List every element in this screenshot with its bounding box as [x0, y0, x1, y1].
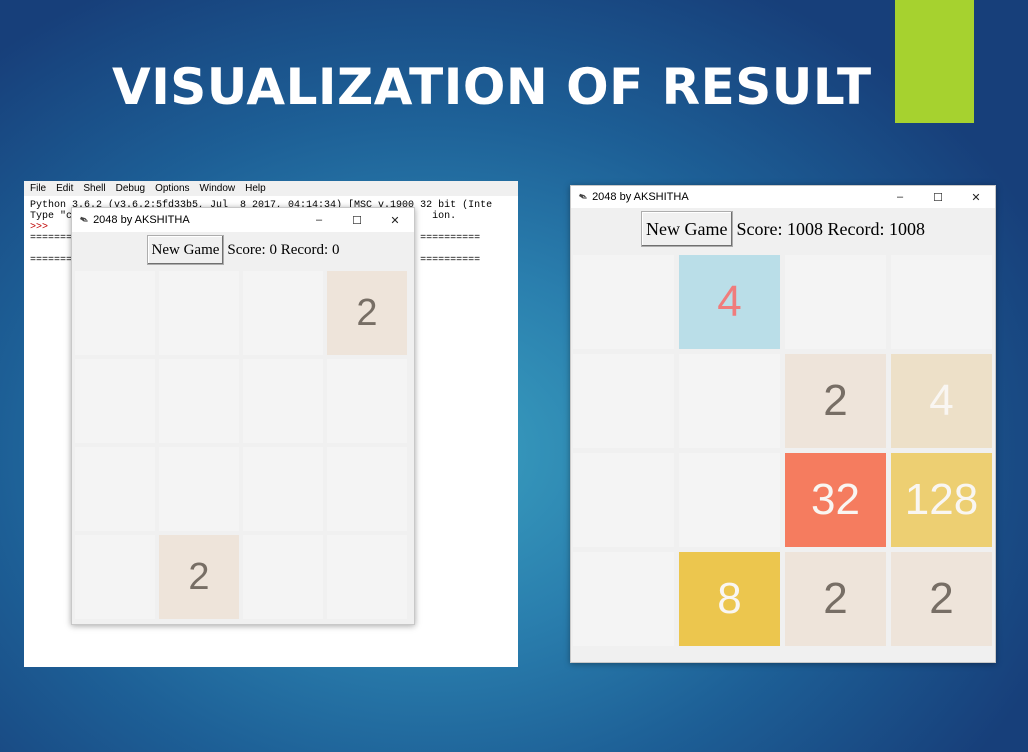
menu-edit[interactable]: Edit: [56, 183, 74, 194]
tile-empty: [573, 453, 674, 547]
tile-8: 8: [679, 552, 780, 646]
score-label: Score: 0 Record: 0: [227, 241, 340, 258]
tile-empty: [243, 359, 323, 443]
new-game-button[interactable]: New Game: [641, 211, 733, 247]
score-label: Score: 1008 Record: 1008: [736, 218, 925, 239]
tile-4: 4: [679, 255, 780, 349]
shell-line: Python 3.6.2 (v3.6.2:5fd33b5, Jul 8 2017…: [30, 200, 493, 211]
new-game-button[interactable]: New Game: [146, 235, 225, 265]
feather-icon: ✒: [575, 188, 591, 206]
shell-prompt: >>>: [30, 222, 49, 233]
tile-2: 2: [327, 271, 407, 355]
menu-debug[interactable]: Debug: [115, 183, 146, 194]
window-title: 2048 by AKSHITHA: [592, 191, 689, 203]
tile-empty: [159, 271, 239, 355]
slide-title: VISUALIZATION OF RESULT: [112, 58, 872, 116]
tile-empty: [573, 354, 674, 448]
tile-empty: [243, 447, 323, 531]
shell-line: Type "c ion.: [30, 211, 457, 222]
tile-empty: [891, 255, 992, 349]
tile-empty: [573, 255, 674, 349]
tile-empty: [75, 271, 155, 355]
tile-2: 2: [785, 552, 886, 646]
tile-empty: [75, 447, 155, 531]
tile-128: 128: [891, 453, 992, 547]
tile-empty: [679, 453, 780, 547]
shell-menubar: File Edit Shell Debug Options Window Hel…: [24, 181, 518, 196]
tile-2: 2: [891, 552, 992, 646]
menu-options[interactable]: Options: [155, 183, 190, 194]
game-toolbar: New Game Score: 1008 Record: 1008: [571, 208, 995, 250]
tile-empty: [75, 359, 155, 443]
tile-empty: [679, 354, 780, 448]
minimize-icon[interactable]: –: [896, 191, 904, 203]
game-toolbar: New Game Score: 0 Record: 0: [72, 232, 414, 268]
maximize-icon[interactable]: ☐: [933, 191, 943, 204]
tile-empty: [327, 447, 407, 531]
tile-4: 4: [891, 354, 992, 448]
tile-empty: [243, 271, 323, 355]
tile-empty: [243, 535, 323, 619]
menu-file[interactable]: File: [30, 183, 47, 194]
window-titlebar[interactable]: ✒ 2048 by AKSHITHA – ☐ ✕: [72, 208, 414, 232]
close-icon[interactable]: ✕: [971, 191, 981, 204]
feather-icon: ✒: [76, 211, 92, 229]
tile-empty: [573, 552, 674, 646]
tile-empty: [785, 255, 886, 349]
tile-empty: [75, 535, 155, 619]
tile-empty: [159, 359, 239, 443]
window-titlebar[interactable]: ✒ 2048 by AKSHITHA – ☐ ✕: [571, 186, 995, 208]
tile-2: 2: [159, 535, 239, 619]
menu-window[interactable]: Window: [199, 183, 236, 194]
game-window-result: ✒ 2048 by AKSHITHA – ☐ ✕ New Game Score:…: [570, 185, 996, 663]
accent-bar: [895, 0, 974, 123]
window-title: 2048 by AKSHITHA: [93, 214, 190, 226]
window-controls: – ☐ ✕: [881, 186, 995, 208]
game-window-initial: ✒ 2048 by AKSHITHA – ☐ ✕ New Game Score:…: [71, 207, 415, 625]
window-controls: – ☐ ✕: [300, 208, 414, 232]
maximize-icon[interactable]: ☐: [352, 214, 362, 227]
tile-32: 32: [785, 453, 886, 547]
tile-empty: [327, 535, 407, 619]
menu-help[interactable]: Help: [245, 183, 266, 194]
minimize-icon[interactable]: –: [315, 214, 323, 226]
tile-2: 2: [785, 354, 886, 448]
close-icon[interactable]: ✕: [390, 214, 400, 227]
tile-empty: [327, 359, 407, 443]
menu-shell[interactable]: Shell: [83, 183, 106, 194]
tile-empty: [159, 447, 239, 531]
